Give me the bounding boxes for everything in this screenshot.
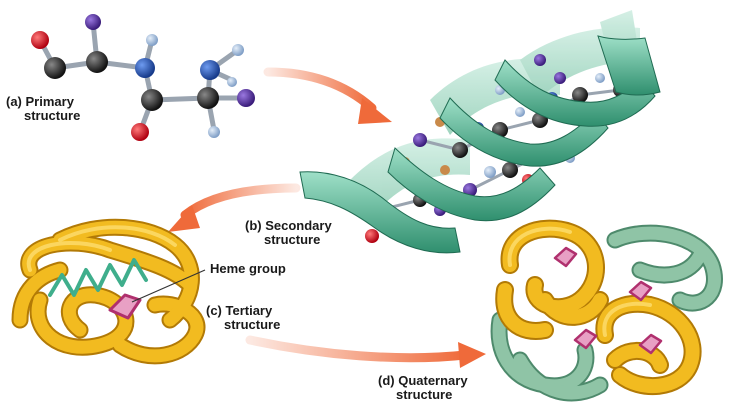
arrow-tertiary-to-quaternary [245,335,486,368]
primary-structure-label-line2: structure [24,108,81,123]
quaternary-structure-label-line1: (d) Quaternary [378,373,468,388]
quaternary-structure-label-line2: structure [396,387,453,402]
secondary-structure-label-line2: structure [264,232,321,247]
tertiary-structure-label-line1: (c) Tertiary [206,303,273,318]
quaternary-structure-complex-icon [490,219,723,402]
primary-structure-molecule-icon [31,14,255,141]
tertiary-structure-fold-icon [11,218,206,365]
primary-structure-label-line1: (a) Primary [6,94,74,109]
arrow-secondary-to-tertiary [168,183,301,232]
primary-structure-label: (a) Primary structure [6,95,80,123]
tertiary-structure-label-line2: structure [224,317,281,332]
secondary-structure-helix-icon [299,10,661,254]
heme-leader-line [131,269,206,303]
secondary-structure-label: (b) Secondary structure [245,219,332,247]
tertiary-structure-label: (c) Tertiary structure [206,304,280,332]
quaternary-structure-label: (d) Quaternary structure [378,374,468,402]
arrow-primary-to-secondary [263,67,392,124]
secondary-structure-label-line1: (b) Secondary [245,218,332,233]
heme-group-label: Heme group [210,261,286,276]
